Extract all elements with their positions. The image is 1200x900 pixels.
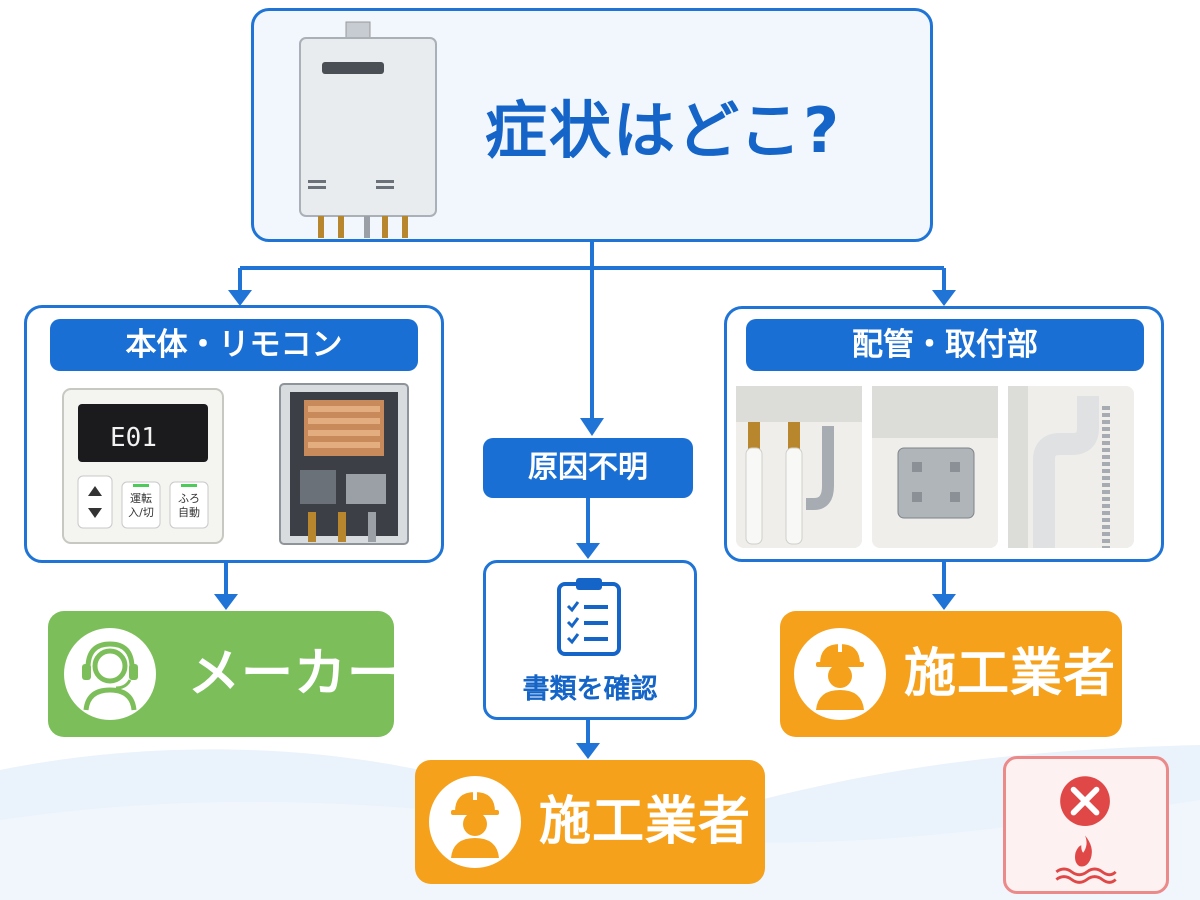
remote-btn2-line1: ふろ [178, 492, 200, 505]
headset-icon [82, 641, 138, 711]
clipboard-checklist-icon [557, 578, 621, 656]
contractor-result-right: 施工業者 [780, 611, 1122, 737]
water-heater-image [299, 21, 437, 238]
pipe-photo-1 [736, 386, 862, 548]
remote-btn1-line1: 運転 [130, 492, 152, 505]
page-title: 症状はどこ? [485, 94, 842, 167]
document-check-label: 書類を確認 [522, 674, 658, 705]
maker-result: メーカー [48, 611, 399, 737]
open-heater-image [279, 383, 409, 545]
worker-icon-circle-middle [429, 776, 521, 868]
contractor-text-middle: 施工業者 [539, 792, 752, 852]
warning-graphic [1055, 776, 1117, 884]
close-circle-icon [1060, 776, 1110, 826]
remote-btn2-line2: 自動 [178, 505, 200, 519]
pipe-photo-2 [872, 386, 998, 548]
construction-worker-icon [451, 790, 499, 858]
headset-icon-circle [64, 628, 156, 720]
body-remote-label: 本体・リモコン [50, 319, 418, 371]
fire-icon [1055, 835, 1117, 884]
maker-text: メーカー [188, 644, 401, 704]
piping-label: 配管・取付部 [746, 319, 1144, 371]
remote-btn1-line2: 入/切 [128, 506, 154, 519]
remote-display-text: E01 [110, 423, 157, 453]
contractor-result-middle: 施工業者 [415, 760, 765, 884]
construction-worker-icon [816, 642, 864, 710]
unknown-cause-label: 原因不明 [483, 438, 693, 498]
warning-box [1003, 756, 1169, 894]
worker-icon-circle-right [794, 628, 886, 720]
pipe-photo-3 [1008, 386, 1134, 548]
remote-control-image: E01 運転 入/切 ふろ 自動 [62, 388, 224, 544]
contractor-text-right: 施工業者 [904, 644, 1117, 704]
